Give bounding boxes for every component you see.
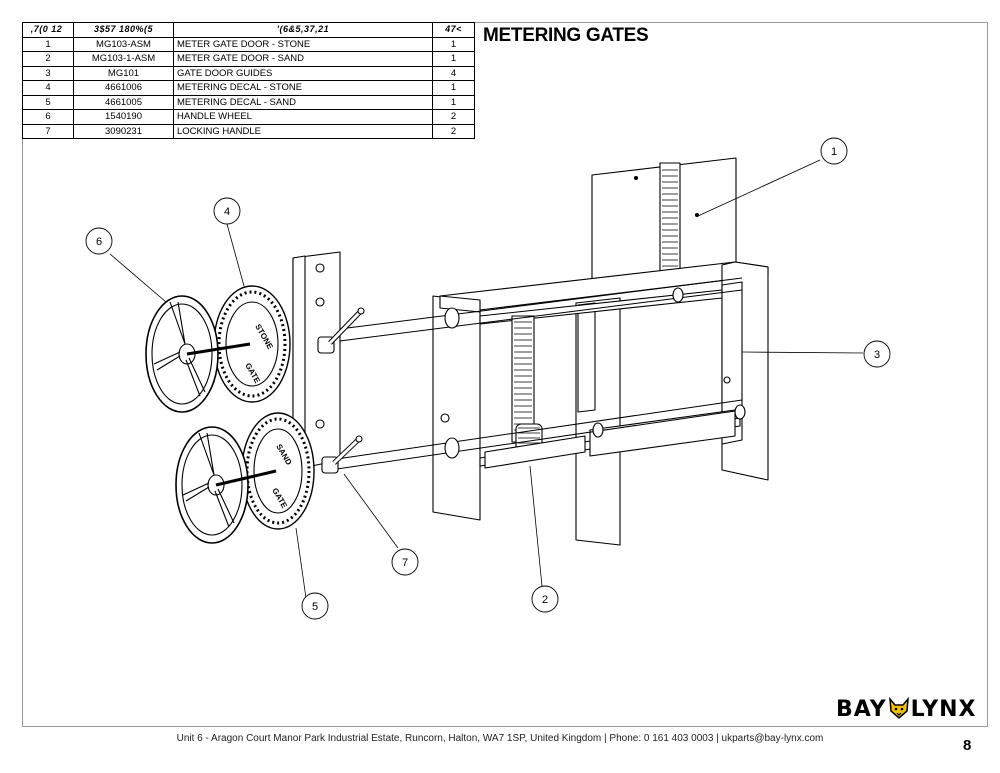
table-row: 1 MG103-ASM METER GATE DOOR - STONE 1 — [22, 36, 475, 52]
svg-text:3: 3 — [874, 349, 880, 361]
svg-text:4: 4 — [224, 206, 230, 218]
cell-part: 3090231 — [73, 123, 174, 139]
table-row: 7 3090231 LOCKING HANDLE 2 — [22, 123, 475, 139]
bay-lynx-logo: BAY LYNX — [836, 697, 977, 722]
callout-6: 6 — [85, 227, 113, 255]
svg-text:1: 1 — [831, 146, 837, 158]
page-number: 8 — [963, 737, 972, 754]
callout-2: 2 — [531, 585, 559, 613]
svg-text:6: 6 — [96, 236, 102, 248]
leader-lines — [109, 159, 864, 599]
locking-handles — [317, 307, 365, 474]
footer-contact: Unit 6 - Aragon Court Manor Park Industr… — [176, 733, 824, 744]
meter-gate-door-sand — [484, 315, 586, 469]
svg-text:5: 5 — [312, 601, 318, 613]
callout-4: 4 — [213, 197, 241, 225]
table-row: 3 MG101 GATE DOOR GUIDES 4 — [22, 65, 475, 81]
metering-decal-stone: STONE GATE — [213, 285, 291, 403]
parts-table: ,7(0 12 3$57 180%(5 '(6&5,37,21 47< 1 MG… — [22, 22, 475, 139]
svg-text:2: 2 — [542, 594, 548, 606]
handle-wheel-lower — [175, 426, 277, 544]
page-title: METERING GATES — [483, 25, 649, 46]
callout-3: 3 — [863, 340, 891, 368]
callout-7: 7 — [391, 548, 419, 576]
svg-text:7: 7 — [402, 557, 408, 569]
handle-wheel-upper — [145, 295, 251, 413]
table-row: 4 4661006 METERING DECAL - STONE 1 — [22, 80, 475, 96]
table-row: 5 4661005 METERING DECAL - SAND 1 — [22, 94, 475, 110]
logo-text-right: LYNX — [910, 697, 977, 722]
drawing-frame — [22, 22, 988, 727]
logo-text-left: BAY — [836, 697, 887, 722]
cell-qty: 2 — [432, 123, 475, 139]
table-header-row: ,7(0 12 3$57 180%(5 '(6&5,37,21 47< — [22, 22, 475, 38]
lynx-head-icon — [888, 697, 909, 719]
callout-5: 5 — [301, 592, 329, 620]
cell-desc: LOCKING HANDLE — [173, 123, 433, 139]
meter-gate-door-stone — [591, 157, 737, 284]
metering-decal-sand: SAND GATE — [241, 412, 315, 530]
callout-1: 1 — [820, 137, 848, 165]
callout-balloons: 1 2 3 4 5 6 7 — [85, 137, 891, 620]
shafts — [299, 277, 746, 471]
mounting-bracket — [292, 251, 341, 471]
